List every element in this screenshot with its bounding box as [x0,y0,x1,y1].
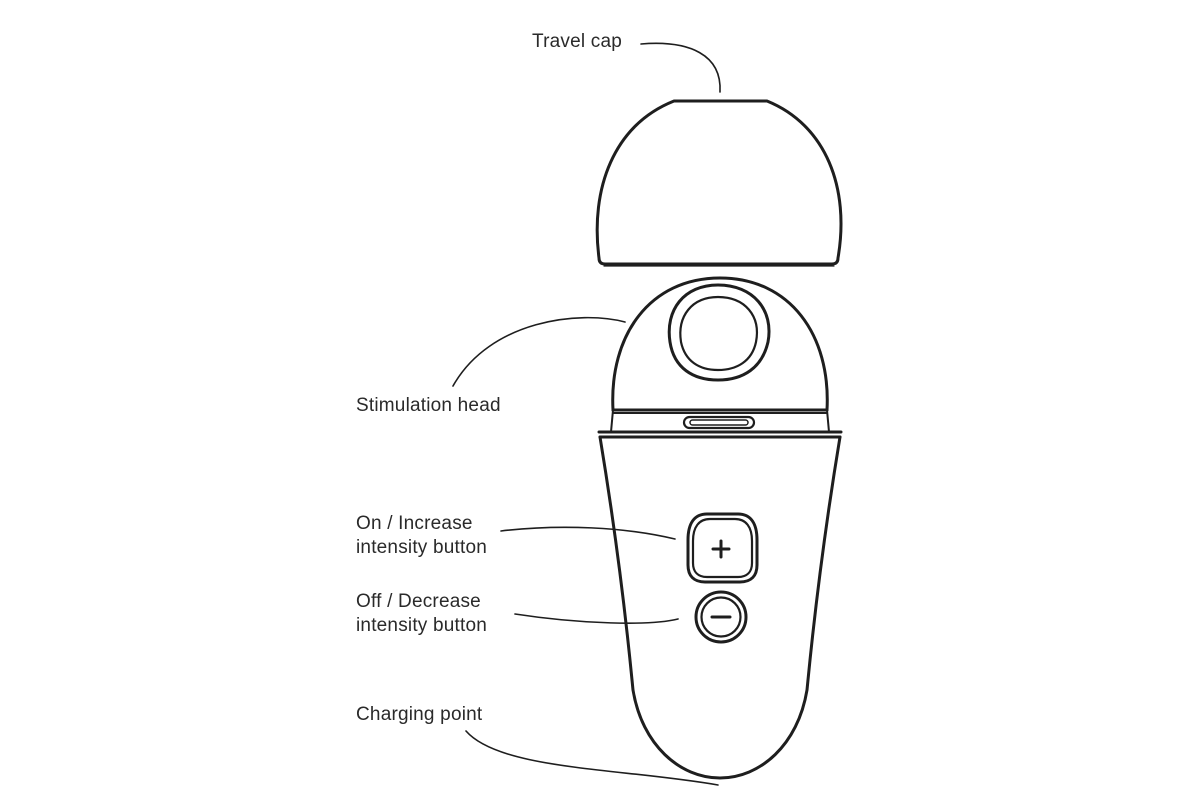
plus-button-drawing [686,512,759,584]
leader-stimulation-head [452,316,626,387]
travel-cap-part [595,99,843,267]
device-body [597,430,843,780]
leader-charging-point [465,730,719,786]
label-travel-cap: Travel cap [532,31,622,52]
stimulation-head-part [610,276,830,433]
leader-lines [452,42,721,786]
plus-icon [711,539,731,559]
leader-on-increase [500,526,676,540]
device-drawing [595,99,843,780]
label-charging-point: Charging point [356,704,483,725]
leader-off-decrease [514,613,679,624]
minus-button-drawing [694,590,748,644]
leader-travel-cap [640,42,721,93]
label-off-decrease-button: Off / Decrease intensity button [356,591,488,636]
label-stimulation-head: Stimulation head [356,395,501,416]
label-on-increase-button: On / Increase intensity button [356,513,488,558]
